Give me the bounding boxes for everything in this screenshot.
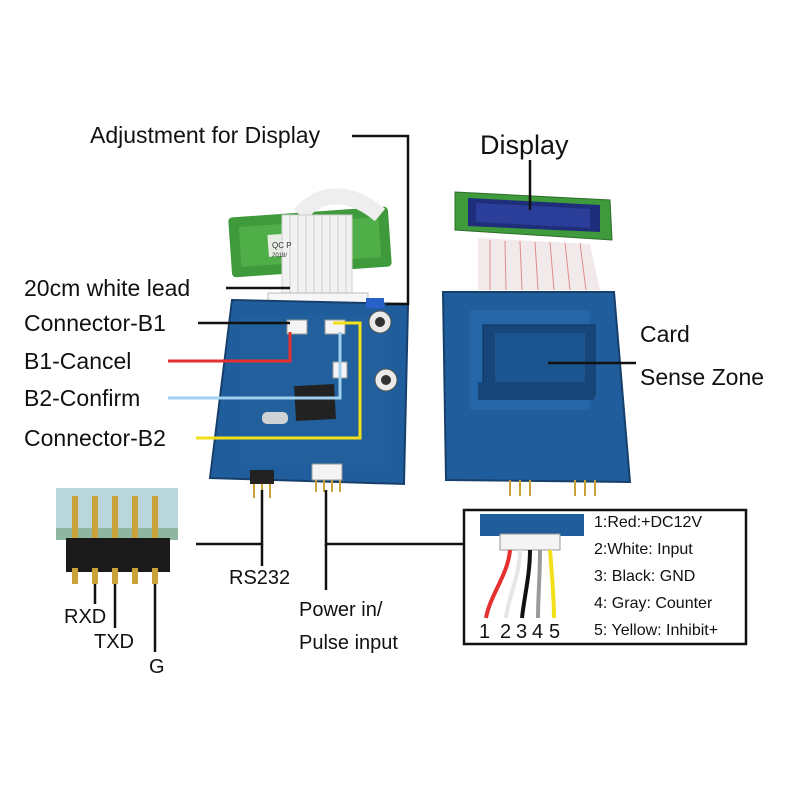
label-white-lead: 20cm white lead <box>24 275 191 301</box>
pinout-item-4: 4: Gray: Counter <box>594 595 713 612</box>
power-header <box>311 463 343 492</box>
pinout-item-5: 5: Yellow: Inhibit+ <box>594 622 719 639</box>
pin-number-4: 4 <box>532 621 544 643</box>
pinout-item-2: 2:White: Input <box>594 541 693 558</box>
label-adjustment-for-display: Adjustment for Display <box>90 122 321 148</box>
label-rs232: RS232 <box>229 567 291 589</box>
label-power-in: Power in/ <box>299 599 383 621</box>
lcd-qc-text: QC P <box>272 241 292 250</box>
label-b2-confirm: B2-Confirm <box>24 385 141 411</box>
white-lead-ribbon <box>267 188 386 308</box>
lcd-date-text: 2018/ <box>272 253 287 259</box>
right-lcd-display <box>454 191 613 291</box>
confirm-wire <box>168 332 342 400</box>
label-b1-cancel: B1-Cancel <box>24 348 132 374</box>
label-display: Display <box>480 130 569 160</box>
pinout-item-3: 3: Black: GND <box>594 568 696 585</box>
label-card: Card <box>640 321 690 347</box>
connector-b2-wire <box>196 321 362 440</box>
rs232-pin-photo <box>56 488 178 584</box>
label-connector-b1: Connector-B1 <box>24 310 166 336</box>
pin-number-5: 5 <box>549 621 561 643</box>
pin-number-3: 3 <box>516 621 528 643</box>
label-rxd: RXD <box>64 606 107 628</box>
pinout-item-1: 1:Red:+DC12V <box>594 514 703 531</box>
card-sense-board <box>441 291 632 496</box>
label-pulse-input: Pulse input <box>299 632 398 654</box>
pinout-box <box>462 508 748 646</box>
label-txd: TXD <box>94 631 134 653</box>
callout-lines <box>93 134 636 652</box>
label-g: G <box>149 656 165 678</box>
cancel-wire <box>168 332 292 363</box>
pin-number-1: 1 <box>479 621 491 643</box>
pin-number-2: 2 <box>500 621 512 643</box>
label-sense-zone: Sense Zone <box>640 364 765 390</box>
label-connector-b2: Connector-B2 <box>24 425 166 451</box>
